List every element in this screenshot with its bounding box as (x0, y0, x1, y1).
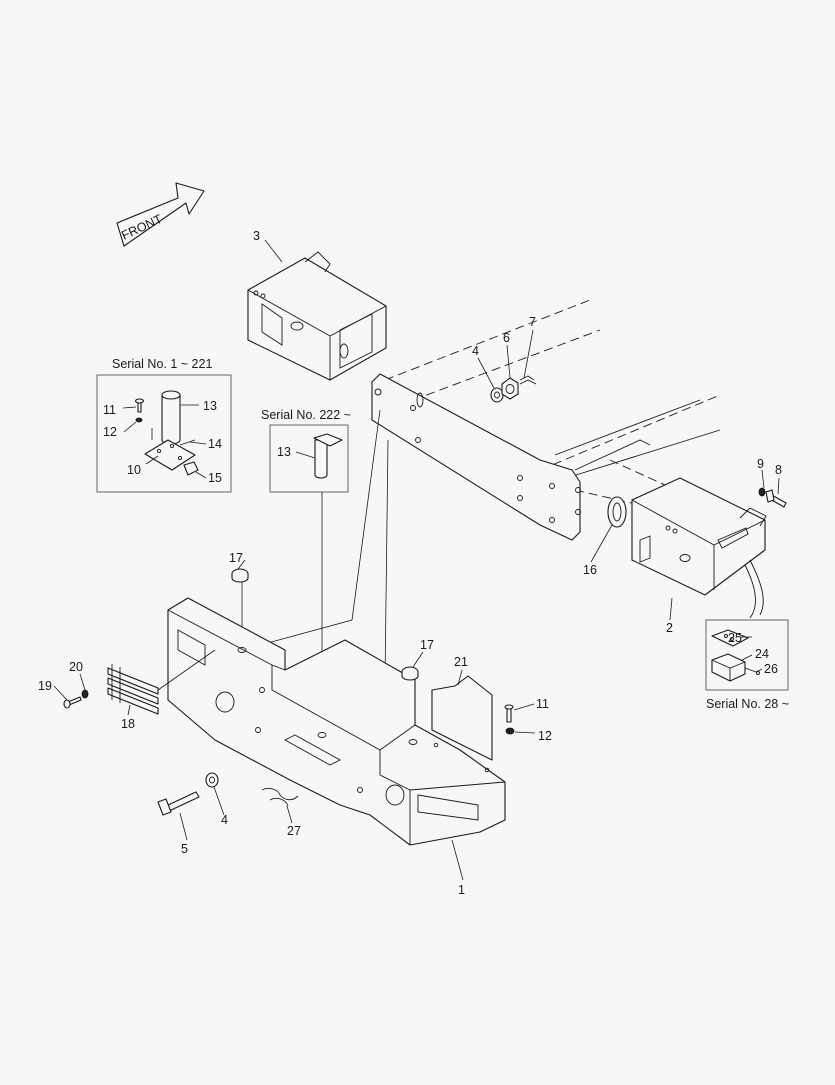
callout-labels: 3 4 6 7 9 8 16 2 13 11 12 14 10 15 13 17… (38, 229, 782, 897)
inset-serial-1-221: Serial No. 1 ~ 221 (96, 357, 232, 493)
inset-title-1-221: Serial No. 1 ~ 221 (112, 357, 212, 371)
counterweight-bracket (167, 597, 506, 846)
mounting-rails (107, 649, 216, 715)
callout-12-inset: 12 (103, 425, 117, 439)
callout-21: 21 (454, 655, 468, 669)
inset-title-222: Serial No. 222 ~ (261, 408, 351, 422)
washer-upper (490, 387, 504, 403)
washer-battery-box (758, 487, 766, 497)
callout-2: 2 (666, 621, 673, 635)
battery-box-upper (247, 251, 387, 381)
callout-17-left: 17 (229, 551, 243, 565)
inset-title-28: Serial No. 28 ~ (706, 697, 789, 711)
callout-10: 10 (127, 463, 141, 477)
callout-1: 1 (458, 883, 465, 897)
callout-18: 18 (121, 717, 135, 731)
callout-4-lower: 4 (221, 813, 228, 827)
bolt-lower (157, 791, 200, 816)
callout-25: 25 (728, 631, 742, 645)
callout-8: 8 (775, 463, 782, 477)
front-direction-arrow: FRONT (116, 182, 205, 247)
callout-19: 19 (38, 679, 52, 693)
callout-24: 24 (755, 647, 769, 661)
callout-13-inset-b: 13 (277, 445, 291, 459)
callout-7: 7 (529, 315, 536, 329)
callout-9: 9 (757, 457, 764, 471)
cap-left (231, 568, 249, 583)
bolt-right (504, 704, 514, 723)
callout-12-right: 12 (538, 729, 552, 743)
cap-right (401, 666, 419, 681)
cotter-pin-upper (519, 375, 537, 385)
washer-right (505, 727, 515, 735)
frame-bracket-plate (371, 373, 581, 541)
bolt-left (63, 696, 82, 709)
callout-27: 27 (287, 824, 301, 838)
callout-11-inset: 11 (103, 403, 116, 417)
washer-lower (205, 772, 219, 788)
callout-3: 3 (253, 229, 260, 243)
leader-lines (53, 239, 780, 881)
cover-plate (431, 675, 493, 761)
inset-serial-28: Serial No. 28 ~ (705, 619, 789, 711)
callout-11-right: 11 (536, 697, 549, 711)
bolt-battery-box (765, 489, 787, 508)
callout-14: 14 (208, 437, 222, 451)
callout-20: 20 (69, 660, 83, 674)
callout-13-inset-a: 13 (203, 399, 217, 413)
inset-serial-222: Serial No. 222 ~ (261, 408, 351, 493)
callout-5: 5 (181, 842, 188, 856)
callout-26: 26 (764, 662, 778, 676)
callout-15: 15 (208, 471, 222, 485)
callout-17-right: 17 (420, 638, 434, 652)
pin-clip (261, 787, 299, 807)
nut-upper (501, 377, 519, 400)
callout-16: 16 (583, 563, 597, 577)
grommet (607, 496, 627, 528)
washer-left (81, 689, 89, 699)
callout-6: 6 (503, 331, 510, 345)
callout-4-upper: 4 (472, 344, 479, 358)
battery-box-lower (631, 477, 767, 619)
